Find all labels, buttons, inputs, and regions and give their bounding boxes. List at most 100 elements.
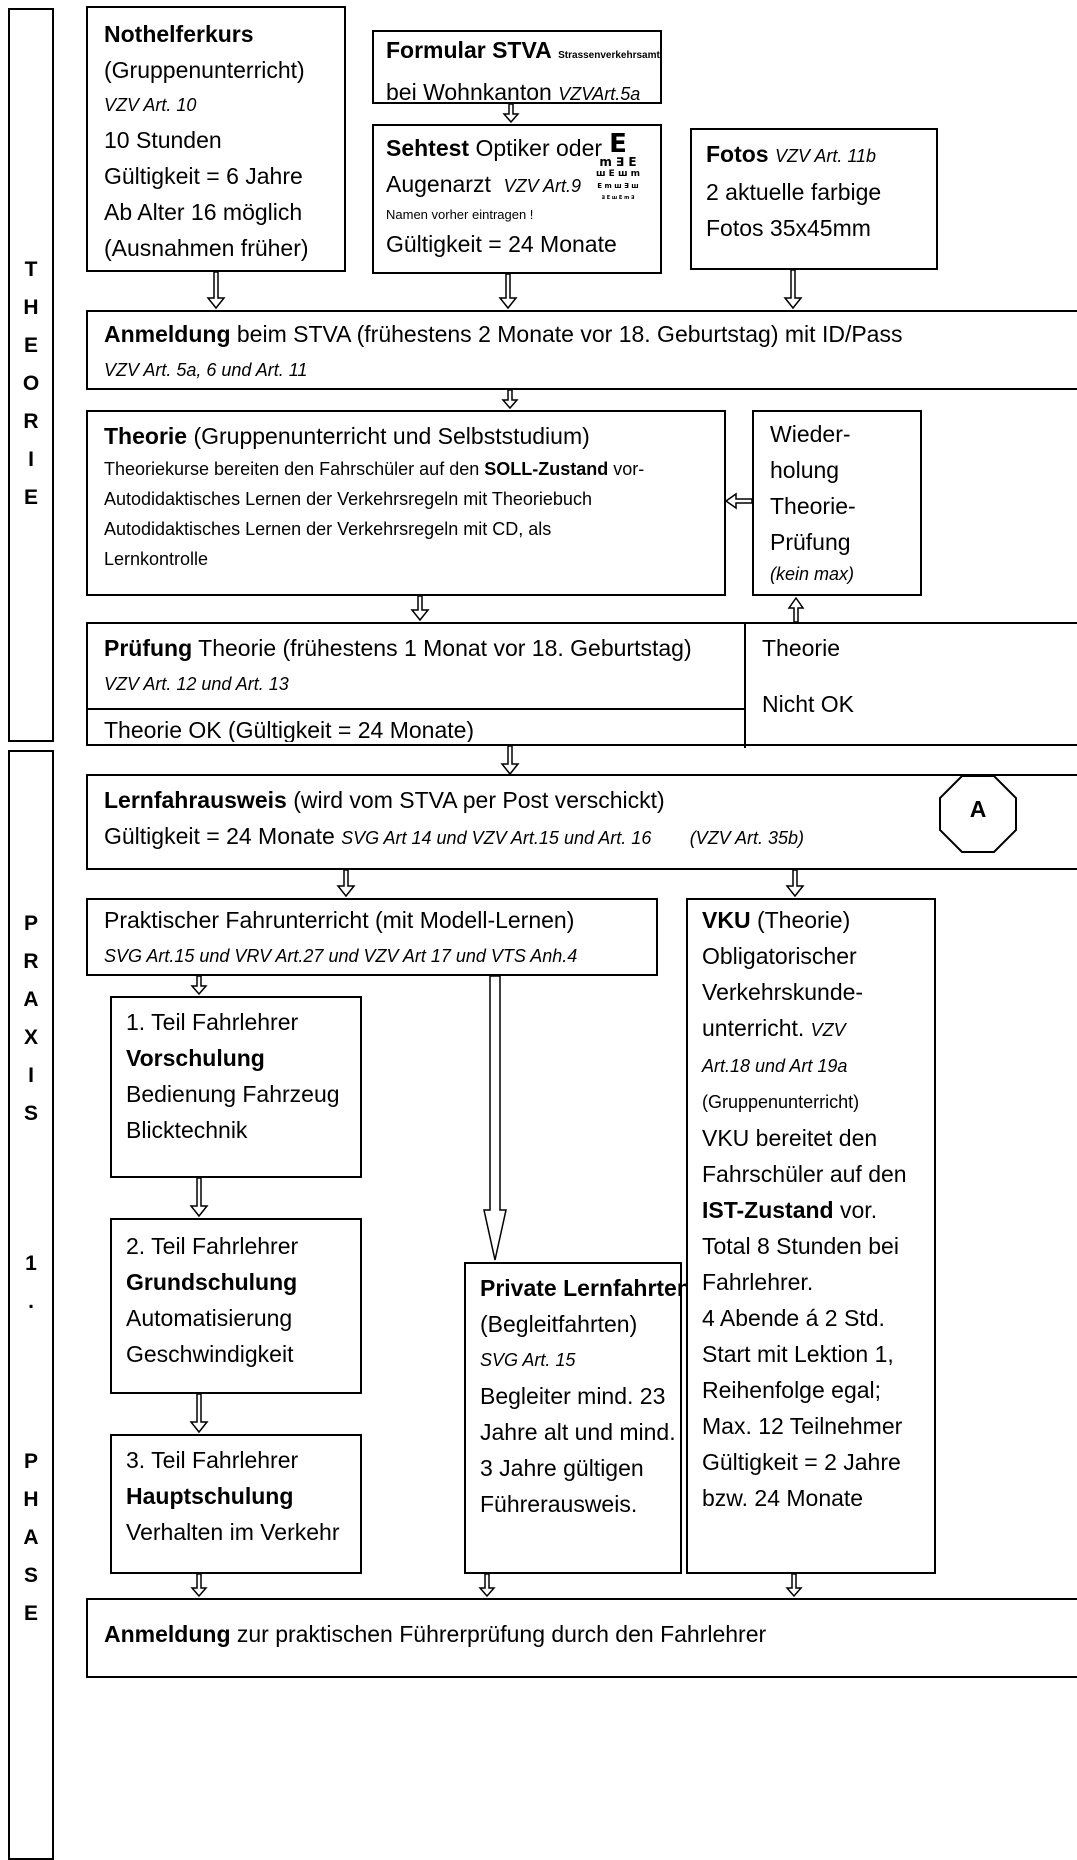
vku-line: bzw. 24 Monate bbox=[702, 1485, 864, 1511]
vku-line: Start mit Lektion 1, bbox=[702, 1341, 894, 1367]
sehtest-text: Augenarzt bbox=[386, 171, 491, 197]
vertical-letter: I bbox=[28, 1064, 34, 1087]
fotos-line: Fotos 35x45mm bbox=[706, 215, 871, 241]
nothelferkurs-ref: VZV Art. 10 bbox=[104, 95, 197, 115]
wiederholung-line: Prüfung bbox=[770, 529, 851, 555]
arrow-down-icon bbox=[478, 1573, 496, 1598]
teil1-title: Vorschulung bbox=[126, 1045, 265, 1071]
arrow-down-icon bbox=[498, 273, 518, 310]
pruefung-text: Theorie (frühestens 1 Monat vor 18. Gebu… bbox=[198, 635, 692, 661]
lernfahrausweis-ref: SVG Art 14 und VZV Art.15 und Art. 16 bbox=[341, 828, 652, 848]
vku-title-line: VKU (Theorie) bbox=[702, 902, 907, 938]
lernfahrausweis-validity: Gültigkeit = 24 Monate bbox=[104, 823, 335, 849]
theorie-text: Theoriekurse bereiten den Fahrschüler au… bbox=[104, 459, 480, 479]
anmeldung-title: Anmeldung bbox=[104, 321, 231, 347]
vertical-letter: T bbox=[24, 258, 38, 281]
vertical-letter: H bbox=[23, 1488, 39, 1511]
private-lernfahrten-box: Private Lernfahrten (Begleitfahrten) SVG… bbox=[464, 1262, 691, 1574]
teil2-box: 2. Teil Fahrlehrer Grundschulung Automat… bbox=[110, 1218, 362, 1394]
praktischer-fahrunterricht-box: Praktischer Fahrunterricht (mit Modell-L… bbox=[86, 898, 658, 976]
vku-line: Reihenfolge egal; bbox=[702, 1377, 882, 1403]
theorie-box: Theorie (Gruppenunterricht und Selbststu… bbox=[86, 410, 726, 596]
arrow-down-icon bbox=[501, 389, 519, 410]
vku-line: Obligatorischer bbox=[702, 943, 857, 969]
vku-title-rest: (Theorie) bbox=[756, 907, 851, 933]
theorie-title-rest: (Gruppenunterricht und Selbststudium) bbox=[193, 423, 590, 449]
privat-title: Private Lernfahrten bbox=[480, 1275, 691, 1301]
sehtest-note: Namen vorher eintragen ! bbox=[386, 207, 534, 222]
theorie-line: Theoriekurse bereiten den Fahrschüler au… bbox=[104, 454, 644, 484]
theorie-ok: Theorie OK (Gültigkeit = 24 Monate) bbox=[104, 717, 475, 742]
vku-box: VKU (Theorie) Obligatorischer Verkehrsku… bbox=[686, 898, 936, 1574]
vku-line: Gültigkeit = 2 Jahre bbox=[702, 1449, 901, 1475]
fotos-title: Fotos bbox=[706, 141, 769, 167]
vku-line: Verkehrskunde- bbox=[702, 979, 864, 1005]
vertical-letter: E bbox=[23, 334, 38, 357]
anmeldung-praktisch-box: Anmeldung zur praktischen Führerprüfung … bbox=[86, 1598, 1077, 1678]
octagon-a-icon: A bbox=[938, 774, 1018, 854]
nothelferkurs-line: Ab Alter 16 möglich bbox=[104, 199, 303, 225]
vku-text: vor. bbox=[840, 1197, 878, 1223]
wiederholung-line: Wieder- bbox=[770, 421, 851, 447]
pruefung-title: Prüfung bbox=[104, 635, 193, 661]
vku-text: unterricht. bbox=[702, 1015, 805, 1041]
praktisch-ref: SVG Art.15 und VRV Art.27 und VZV Art 17… bbox=[104, 946, 578, 966]
formular-title-small: Strassenverkehrsamt bbox=[558, 50, 660, 61]
fotos-ref: VZV Art. 11b bbox=[775, 146, 877, 166]
wiederholung-line: Theorie- bbox=[770, 493, 856, 519]
vertical-letter: R bbox=[23, 410, 39, 433]
nothelferkurs-box: Nothelferkurs (Gruppenunterricht) VZV Ar… bbox=[86, 6, 346, 272]
wiederholung-box: Wieder- holung Theorie- Prüfung (kein ma… bbox=[752, 410, 922, 596]
arrow-down-icon bbox=[410, 595, 430, 622]
vku-ref: VZV bbox=[810, 1020, 846, 1040]
lernfahrausweis-box: Lernfahrausweis (wird vom STVA per Post … bbox=[86, 774, 1077, 870]
arrow-left-icon bbox=[724, 492, 753, 510]
formular-stva-box: Formular STVA Strassenverkehrsamt bei Wo… bbox=[372, 30, 662, 105]
vertical-letter: O bbox=[22, 372, 40, 395]
theorie-nicht-ok: Nicht OK bbox=[762, 691, 855, 717]
anmeldung2-title: Anmeldung bbox=[104, 1621, 231, 1647]
theorie-line: Autodidaktisches Lernen der Verkehrsrege… bbox=[104, 489, 592, 509]
vertical-letter: S bbox=[23, 1564, 38, 1587]
arrow-down-icon bbox=[500, 745, 520, 776]
vku-ref: Art.18 und Art 19a bbox=[702, 1056, 848, 1076]
vku-line: unterricht. VZV bbox=[702, 1010, 907, 1048]
privat-line: Begleiter mind. 23 bbox=[480, 1383, 666, 1409]
sehtest-box: Sehtest Optiker oder Augenarzt VZV Art.9… bbox=[372, 124, 662, 274]
theorie-nicht-ok: Theorie bbox=[762, 635, 840, 661]
vertical-letter: 1 bbox=[25, 1252, 37, 1275]
vertical-letter: . bbox=[28, 1290, 34, 1313]
arrow-down-icon bbox=[190, 1573, 208, 1598]
teil1-line: Bedienung Fahrzeug bbox=[126, 1081, 340, 1107]
arrow-down-icon bbox=[785, 869, 805, 898]
formular-line: bei Wohnkanton VZVArt.5a bbox=[386, 74, 660, 112]
theorie-text: vor- bbox=[613, 459, 645, 479]
anmeldung-line: Anmeldung beim STVA (frühestens 2 Monate… bbox=[104, 316, 902, 352]
arrow-down-icon bbox=[189, 1393, 209, 1434]
arrow-down-icon bbox=[336, 869, 356, 898]
arrow-down-icon bbox=[206, 271, 226, 310]
formular-title: Formular STVA bbox=[386, 37, 552, 63]
fotos-box: Fotos VZV Art. 11b 2 aktuelle farbige Fo… bbox=[690, 128, 938, 270]
sehtest-title: Sehtest bbox=[386, 135, 470, 161]
vertical-letter: H bbox=[23, 296, 39, 319]
formular-ref: VZVArt.5a bbox=[558, 84, 641, 104]
teil3-line: Verhalten im Verkehr bbox=[126, 1519, 340, 1545]
teil1-box: 1. Teil Fahrlehrer Vorschulung Bedienung… bbox=[110, 996, 362, 1178]
formular-title-line: Formular STVA Strassenverkehrsamt bbox=[386, 32, 660, 74]
anmeldung-ref: VZV Art. 5a, 6 und Art. 11 bbox=[104, 360, 308, 380]
arrow-up-icon bbox=[787, 596, 805, 623]
vku-line: (Gruppenunterricht) bbox=[702, 1092, 860, 1112]
vertical-letter: P bbox=[23, 912, 38, 935]
teil2-title: Grundschulung bbox=[126, 1269, 298, 1295]
arrow-down-icon bbox=[783, 269, 803, 310]
octagon-label: A bbox=[969, 796, 987, 822]
sehtest-ref: VZV Art.9 bbox=[503, 176, 581, 196]
lernfahrausweis-title: Lernfahrausweis bbox=[104, 787, 287, 813]
vku-title: VKU bbox=[702, 907, 751, 933]
privat-line: Führerausweis. bbox=[480, 1491, 638, 1517]
nothelferkurs-line: (Ausnahmen früher) bbox=[104, 235, 309, 261]
fotos-title-line: Fotos VZV Art. 11b bbox=[706, 136, 881, 174]
lernfahrausweis-line: Lernfahrausweis (wird vom STVA per Post … bbox=[104, 782, 804, 818]
vku-line: VKU bereitet den bbox=[702, 1125, 878, 1151]
